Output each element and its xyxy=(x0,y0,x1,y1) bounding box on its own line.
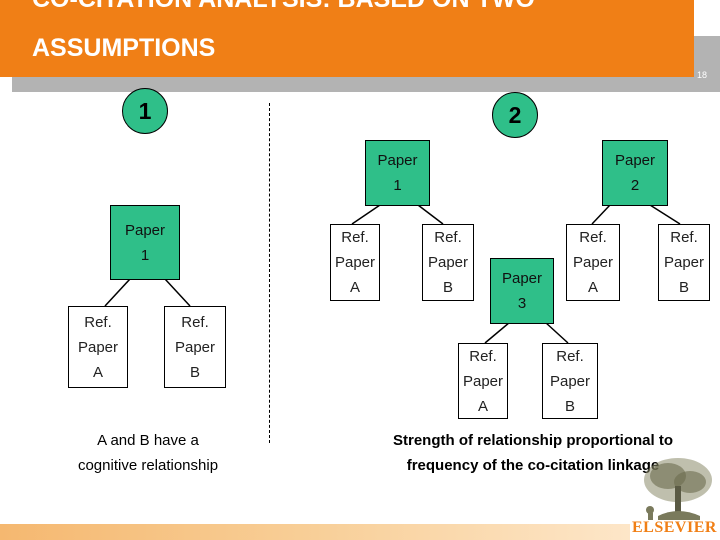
page-number: 18 xyxy=(697,70,708,80)
caption-line: A and B have a xyxy=(97,432,199,449)
node-label: Paper xyxy=(124,221,166,239)
node-label: Paper xyxy=(549,372,591,390)
node-label: B xyxy=(442,279,453,296)
node-label: 1 xyxy=(140,246,150,264)
node-label: Ref. xyxy=(670,229,698,246)
elsevier-logo-text: ELSEVIER xyxy=(632,519,717,536)
node-label: B xyxy=(678,279,689,296)
assumption-2-marker: 2 xyxy=(492,92,538,138)
node-label: Paper xyxy=(174,338,216,356)
node-label: Ref. xyxy=(181,313,209,331)
assumption-1-caption: A and B have a cognitive relationship xyxy=(48,428,248,478)
node-label: Ref. xyxy=(341,229,369,246)
slide-title-line-1: CO-CITATION ANALYSIS: BASED ON TWO xyxy=(32,0,535,13)
ref-paper-a-node: Ref. Paper A xyxy=(458,343,508,419)
node-label: A xyxy=(349,279,360,296)
node-label: Ref. xyxy=(469,347,497,365)
assumption-1-marker: 1 xyxy=(122,88,168,134)
connector-line xyxy=(544,321,569,344)
connector-line xyxy=(484,321,511,344)
node-label: Paper xyxy=(572,254,614,271)
node-label: 3 xyxy=(517,295,527,312)
assumption-divider xyxy=(269,103,270,443)
node-label: Paper xyxy=(663,254,705,271)
caption-line: frequency of the co-citation linkage xyxy=(406,457,660,474)
connector-line xyxy=(417,204,444,225)
node-label: Paper xyxy=(334,254,376,271)
elsevier-tree-icon xyxy=(644,458,712,520)
title-bar: CO-CITATION ANALYSIS: BASED ON TWO ASSUM… xyxy=(0,0,694,77)
ref-paper-b-node: Ref. Paper B xyxy=(164,306,226,388)
slide-title-line-2: ASSUMPTIONS xyxy=(32,34,216,62)
node-label: Paper xyxy=(377,152,418,169)
citing-paper-1-node: Paper 1 xyxy=(365,140,430,206)
node-label: Paper xyxy=(77,338,119,356)
node-label: A xyxy=(92,363,103,381)
node-label: Paper xyxy=(614,152,656,169)
node-label: Paper xyxy=(501,270,543,287)
node-label: 1 xyxy=(393,177,402,194)
node-label: Ref. xyxy=(434,229,462,246)
node-label: A xyxy=(587,279,598,296)
connector-line xyxy=(104,278,131,307)
caption-line: cognitive relationship xyxy=(77,457,219,474)
connector-line xyxy=(649,204,681,225)
node-label: B xyxy=(564,397,575,415)
ref-paper-a-node: Ref. Paper A xyxy=(566,224,620,301)
connector-line xyxy=(351,204,381,225)
node-label: B xyxy=(189,363,200,381)
assumption-2-caption: Strength of relationship proportional to… xyxy=(368,428,698,478)
ref-paper-b-node: Ref. Paper B xyxy=(422,224,474,301)
ref-paper-a-node: Ref. Paper A xyxy=(330,224,380,301)
ref-paper-b-node: Ref. Paper B xyxy=(658,224,710,301)
ref-paper-b-node: Ref. Paper B xyxy=(542,343,598,419)
node-label: Paper xyxy=(462,372,504,390)
node-label: 2 xyxy=(630,177,640,194)
ref-paper-a-node: Ref. Paper A xyxy=(68,306,128,388)
citing-paper-1-node: Paper 1 xyxy=(110,205,180,280)
citing-paper-3-node: Paper 3 xyxy=(490,258,554,324)
node-label: A xyxy=(477,397,488,415)
node-label: Ref. xyxy=(84,313,112,331)
node-label: Paper xyxy=(427,254,469,271)
citing-paper-2-node: Paper 2 xyxy=(602,140,668,206)
node-label: Ref. xyxy=(579,229,607,246)
node-label: Ref. xyxy=(556,347,584,365)
connector-line xyxy=(164,278,191,307)
footer-band xyxy=(0,524,630,540)
caption-line: Strength of relationship proportional to xyxy=(393,432,673,449)
connector-line xyxy=(591,204,611,225)
